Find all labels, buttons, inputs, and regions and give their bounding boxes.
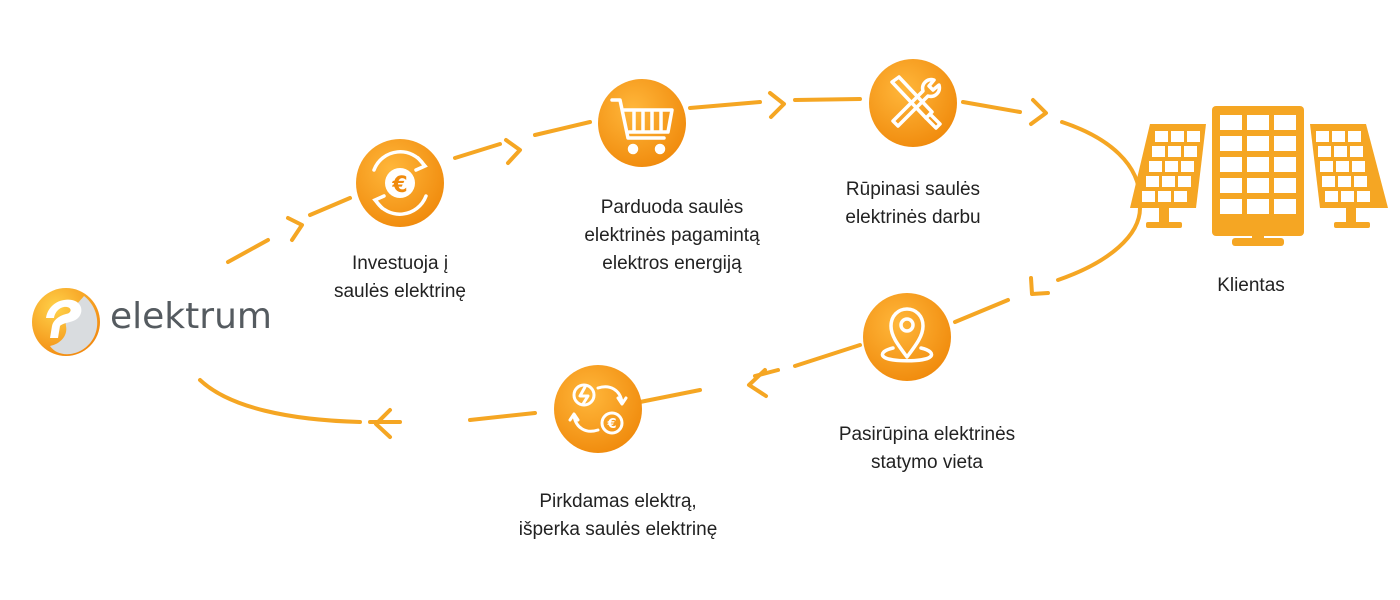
client-label: Klientas bbox=[1196, 272, 1306, 300]
arrow-5 bbox=[1029, 276, 1050, 296]
cycle-path bbox=[198, 97, 1142, 424]
arrow-4 bbox=[1029, 98, 1048, 126]
step-invest-label: Investuoja į saulės elektrinę bbox=[330, 250, 470, 306]
step-location-line-2: statymo vieta bbox=[871, 452, 983, 473]
step-sell-icon bbox=[598, 79, 686, 167]
elektrum-logo-icon bbox=[32, 288, 100, 356]
arrow-1 bbox=[286, 216, 304, 242]
arrow-6 bbox=[747, 368, 768, 398]
step-location-label: Pasirūpina elektrinės statymo vieta bbox=[807, 421, 1047, 477]
step-sell-line-1: Parduoda saulės bbox=[600, 197, 744, 218]
step-maintain-label: Rūpinasi saulės elektrinės darbu bbox=[823, 176, 1003, 232]
cycle-arrows bbox=[286, 91, 1050, 439]
shopping-cart-icon bbox=[610, 98, 674, 155]
elektrum-wordmark: elektrum bbox=[110, 296, 272, 337]
step-buyout-line-2: išperka saulės elektrinę bbox=[518, 519, 718, 540]
map-pin-icon bbox=[880, 307, 934, 363]
step-buyout-line-1: Pirkdamas elektrą, bbox=[539, 491, 697, 512]
step-invest-icon: € bbox=[356, 139, 444, 227]
step-sell-label: Parduoda saulės elektrinės pagamintą ele… bbox=[562, 194, 782, 278]
step-sell-line-3: elektros energiją bbox=[602, 253, 742, 274]
step-maintain-icon bbox=[869, 59, 957, 147]
svg-text:€: € bbox=[391, 173, 407, 198]
step-sell-line-2: elektrinės pagamintą bbox=[584, 225, 760, 246]
svg-text:€: € bbox=[606, 417, 616, 432]
tools-icon bbox=[890, 75, 942, 130]
solar-panel-right bbox=[1310, 124, 1388, 228]
step-location-icon bbox=[863, 293, 951, 381]
step-maintain-line-1: Rūpinasi saulės bbox=[845, 179, 981, 200]
step-invest-line-1: Investuoja į bbox=[351, 253, 449, 274]
solar-panel-left bbox=[1130, 124, 1206, 228]
solar-panels-icon bbox=[1130, 106, 1388, 246]
solar-panel-center bbox=[1212, 106, 1304, 246]
client-line-1: Klientas bbox=[1217, 275, 1285, 296]
step-buyout-label: Pirkdamas elektrą, išperka saulės elektr… bbox=[478, 488, 758, 544]
arrow-2 bbox=[504, 138, 522, 165]
step-buyout-icon: € bbox=[554, 365, 642, 453]
step-invest-line-2: saulės elektrinę bbox=[333, 281, 467, 302]
arrow-7 bbox=[374, 408, 392, 439]
step-location-line-1: Pasirūpina elektrinės bbox=[838, 424, 1016, 445]
arrow-3 bbox=[768, 91, 786, 119]
energy-money-exchange-icon: € bbox=[568, 383, 628, 435]
step-maintain-line-2: elektrinės darbu bbox=[845, 207, 981, 228]
euro-exchange-icon: € bbox=[372, 150, 428, 216]
